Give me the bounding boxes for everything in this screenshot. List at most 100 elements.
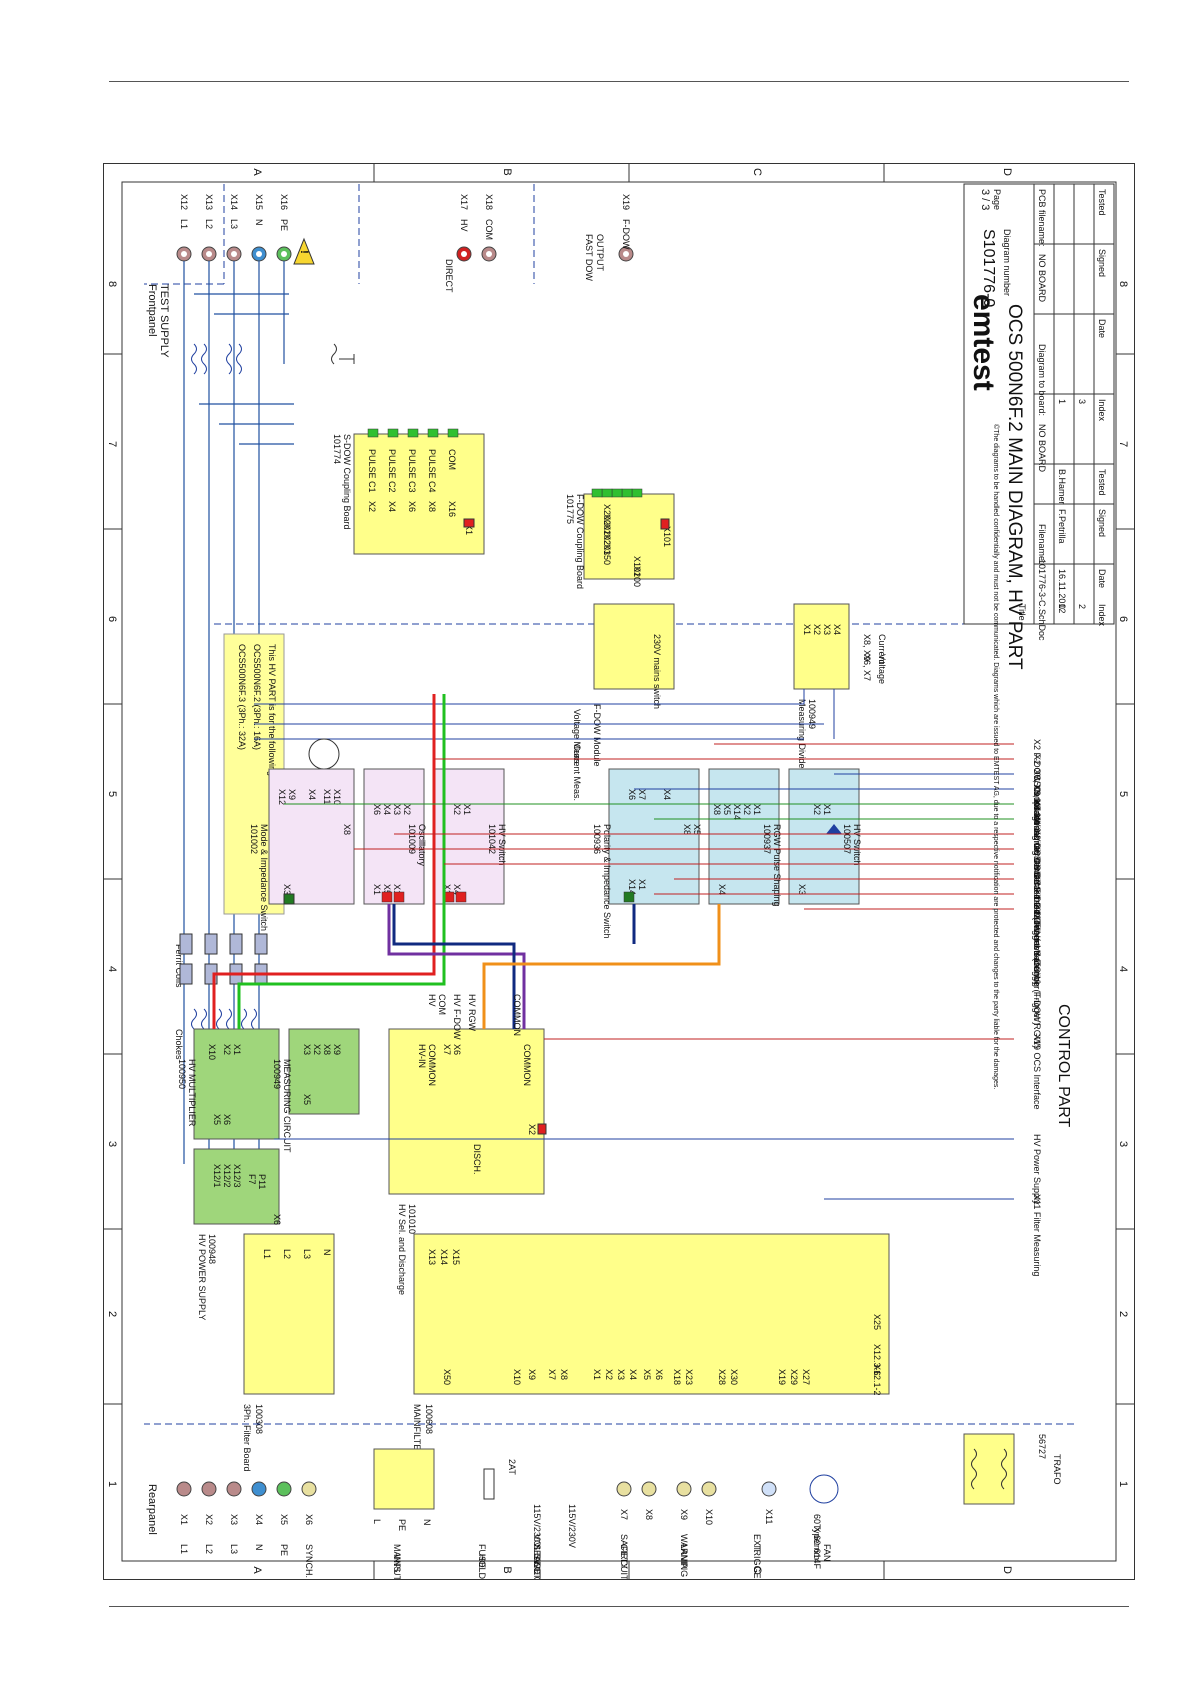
hv-power-supply: [193, 1148, 280, 1225]
svg-text:N: N: [254, 1544, 264, 1551]
fdow-x101: X101: [662, 526, 672, 547]
hvsw2-x2: X2: [812, 804, 822, 815]
measdiv-x8: X8, X9: [862, 634, 872, 661]
svg-text:0: 0: [1057, 604, 1067, 609]
trafo-id: 56727: [1037, 1434, 1047, 1459]
osc-x6: X6: [372, 804, 382, 815]
mainfilter-x25: X25: [872, 1314, 882, 1330]
svg-text:X19: X19: [777, 1369, 787, 1385]
hvps-x6: X6: [272, 1214, 282, 1225]
osc-name: Oscillatory: [417, 824, 427, 867]
col-number: 8: [1117, 281, 1129, 287]
row-letter: A: [251, 1566, 263, 1574]
sdow-name: S-DOW Coupling Board: [342, 434, 352, 530]
trigger-label: EXT.: [752, 1534, 762, 1553]
warning-label: WARNING: [679, 1534, 689, 1577]
fan-icon: [809, 1474, 839, 1504]
row-letter: A: [251, 168, 263, 176]
svg-text:X3: X3: [616, 1369, 626, 1380]
fp-id: X15: [254, 194, 264, 210]
title-block: Tested Signed Date Index Tested Signed D…: [963, 183, 1115, 1089]
hvsw2-id: 100507: [842, 824, 852, 854]
warning-label: LAMP: [679, 1544, 689, 1569]
filter-pin: L1: [262, 1249, 272, 1259]
hvsw1-x1: X1: [462, 804, 472, 815]
mode-x9: X9: [287, 789, 297, 800]
sdow-x: X4: [387, 501, 397, 512]
svg-text:X6: X6: [654, 1369, 664, 1380]
polarity-x4: X4: [662, 789, 672, 800]
svg-text:X5: X5: [642, 1369, 652, 1380]
svg-text:X2: X2: [204, 1514, 214, 1525]
col-number: 5: [106, 791, 118, 797]
fdow-sig: F-DOW: [621, 219, 631, 250]
svg-text:X23: X23: [684, 1369, 694, 1385]
svg-text:PCB filename:: PCB filename:: [1037, 189, 1047, 247]
measdiv-x4: X4: [832, 624, 842, 635]
col-number: 6: [1117, 616, 1129, 622]
hvmult-x10: X10: [207, 1044, 217, 1060]
filter-name: 3Ph. Filter Board: [242, 1404, 252, 1472]
sdow-pulse: COM: [447, 449, 457, 470]
mainfilter-out: X15: [451, 1249, 461, 1265]
svg-text:X6 OCS Interface (Trigger S-DO: X6 OCS Interface (Trigger S-DOW): [1032, 844, 1042, 985]
col-number: 2: [1117, 1311, 1129, 1317]
fdow-mains: 230V mains switch: [652, 634, 662, 709]
rearpanel-labels: X1 L1 X2 L2 X3 L3 X4 N X5 PE X6 SYNCH.: [179, 1514, 314, 1578]
warning-x10: X10: [704, 1509, 714, 1525]
warning-icon: !: [293, 237, 315, 265]
svg-text:©The diagrams to be handled co: ©The diagrams to be handled confidential…: [992, 424, 1000, 1089]
svg-text:1: 1: [1057, 399, 1067, 404]
hvsel-common: COMMON: [427, 1044, 437, 1086]
fan-label: FAN: [822, 1544, 832, 1562]
trigger-x11: X11: [764, 1509, 774, 1524]
svg-text:Filename:: Filename:: [1037, 524, 1047, 564]
footer-rule: [109, 1606, 1129, 1607]
polarity-x14: X14: [627, 879, 637, 895]
svg-text:X5: X5: [279, 1514, 289, 1525]
mains-pin: PE: [397, 1519, 407, 1531]
svg-text:X2 OCS Interface: X2 OCS Interface: [1032, 754, 1042, 825]
trafo-label: TRAFO: [1052, 1454, 1062, 1485]
osc-x3: X3: [392, 804, 402, 815]
measdiv-x1: X1: [802, 624, 812, 635]
selector-value: 115V/230V: [567, 1504, 577, 1548]
polarity-x8: X8: [682, 824, 692, 835]
svg-text:X10: X10: [512, 1369, 522, 1385]
sdow-x: X16: [447, 501, 457, 517]
svg-text:X6: X6: [304, 1514, 314, 1525]
rearpanel-title: Rearpanel: [146, 1484, 158, 1535]
svg-text:Diagram number: Diagram number: [1002, 229, 1012, 296]
bus-hv-rgw: HV RGW: [467, 994, 477, 1032]
fdow-module-name: F-DOW Module: [592, 704, 602, 767]
svg-text:X28: X28: [717, 1369, 727, 1385]
svg-text:Signed: Signed: [1097, 509, 1107, 537]
voltage-meas-label: Voltage Meas.: [572, 709, 582, 766]
bus-hv: HV: [427, 994, 437, 1007]
row-letter: B: [501, 168, 513, 175]
col-number: 7: [1117, 441, 1129, 447]
fdow-x102: X102: [632, 556, 642, 577]
fuse-label: HOLDER: [477, 1554, 487, 1579]
svg-text:X2 F-DOW Coupling: X2 F-DOW Coupling: [1032, 739, 1042, 821]
measdiv-current: Current: [877, 634, 887, 665]
choke-icon: [191, 1008, 257, 1030]
hv-sig: HV: [459, 219, 469, 232]
svg-text:X7: X7: [547, 1369, 557, 1380]
sdow-pulse: PULSE C1: [367, 449, 377, 493]
svg-text:L1: L1: [179, 1544, 189, 1554]
fdow-coupling-board: [583, 493, 675, 580]
ferrit-coil-icon: [179, 933, 268, 985]
svg-text:Index: Index: [1097, 604, 1107, 627]
sdow-id: 101774: [332, 434, 342, 464]
frontpanel-subtitle: TEST SUPPLY: [158, 284, 170, 358]
mains-pin: N: [422, 1519, 432, 1526]
mode-x12: X12: [277, 789, 287, 805]
osc-x5: X5: [382, 884, 392, 895]
osc-x2: X2: [402, 804, 412, 815]
mode-x11: X11: [322, 789, 332, 804]
sdow-coupling-board: [353, 433, 485, 555]
fuse-value: 2AT: [507, 1459, 517, 1475]
svg-text:X4 3Wire: X4 3Wire: [1032, 814, 1042, 851]
rgw-x4: X4: [717, 884, 727, 895]
